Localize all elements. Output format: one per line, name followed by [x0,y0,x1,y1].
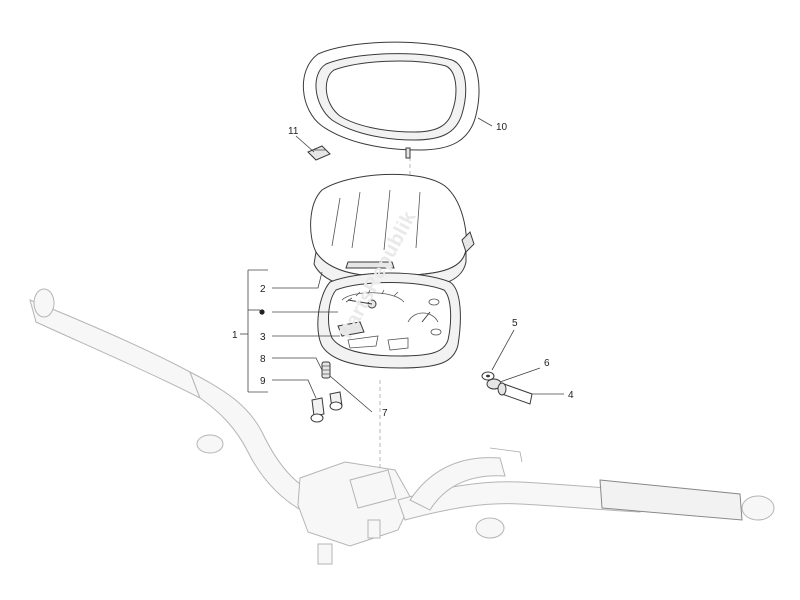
clamp-bolt-left [317,543,333,565]
leader-6 [499,367,541,383]
bulb-holder-1-cap [310,413,324,423]
part-1-instrument-panel [317,272,461,369]
callout-2: 2 [260,284,266,295]
fuel-gauge-dial [407,312,439,323]
part-9-bulb-holders [310,391,343,423]
bezel-opening [325,60,457,133]
part-4-screw [497,382,533,405]
callout-bracket-1 [240,269,268,393]
handlebar-assembly [29,288,775,565]
left-grip [29,299,201,400]
leader-9 [272,379,317,399]
callout-3: 3 [260,332,266,343]
callout-7: 7 [382,408,388,419]
clip-body [307,145,331,161]
cable-tab [489,447,523,463]
clamp-block [349,469,397,509]
center-clamp [297,461,413,547]
lens-highlight-1 [331,197,341,247]
callout-dot [259,309,265,315]
bezel-tab [405,147,411,159]
leader-11 [295,135,315,153]
callout-5: 5 [512,318,518,329]
callout-10: 10 [496,122,508,133]
right-grip [599,479,743,521]
panel-face [328,282,452,357]
indicator-light-2 [430,328,442,336]
callout-6: 6 [544,358,550,369]
leader-8 [272,357,323,371]
callout-8: 8 [260,354,266,365]
odometer-window [347,335,379,349]
lcd-window [337,321,365,337]
part-11-clip [307,145,331,161]
speedometer-dial [341,292,405,303]
speedometer-needle [347,299,373,305]
left-mirror-mount [196,434,224,454]
lens-highlight-3 [383,189,391,251]
lens-highlight-2 [351,191,361,249]
fuel-gauge-needle [421,311,431,323]
lens-tab [345,261,395,269]
callout-9: 9 [260,376,266,387]
clamp-bolt-right [367,519,381,539]
right-mirror-mount [475,517,505,539]
right-bar-curve [409,457,506,511]
part-5-washer [481,371,495,381]
part-10-bezel [303,41,480,159]
callout-4: 4 [568,390,574,401]
screw-shank [501,383,533,405]
spring-coils [322,365,330,375]
callout-1: 1 [232,330,238,341]
leader-2 [272,271,323,289]
leader-5 [491,329,515,371]
leader-10 [477,117,493,127]
screw-head [497,382,507,396]
leader-7 [329,375,373,413]
indicator-light-1 [428,298,440,306]
bulb-holder-2-cap [329,401,343,411]
callout-11: 11 [288,126,299,137]
left-grip-end [33,288,55,318]
bulb-holder-1 [311,397,325,417]
part-7-spring [321,361,331,379]
right-grip-end [741,495,775,521]
lens-side-clip [461,231,475,253]
warning-lamp-window [387,337,409,351]
lens-highlight-4 [415,191,421,249]
washer-hole [486,374,490,378]
